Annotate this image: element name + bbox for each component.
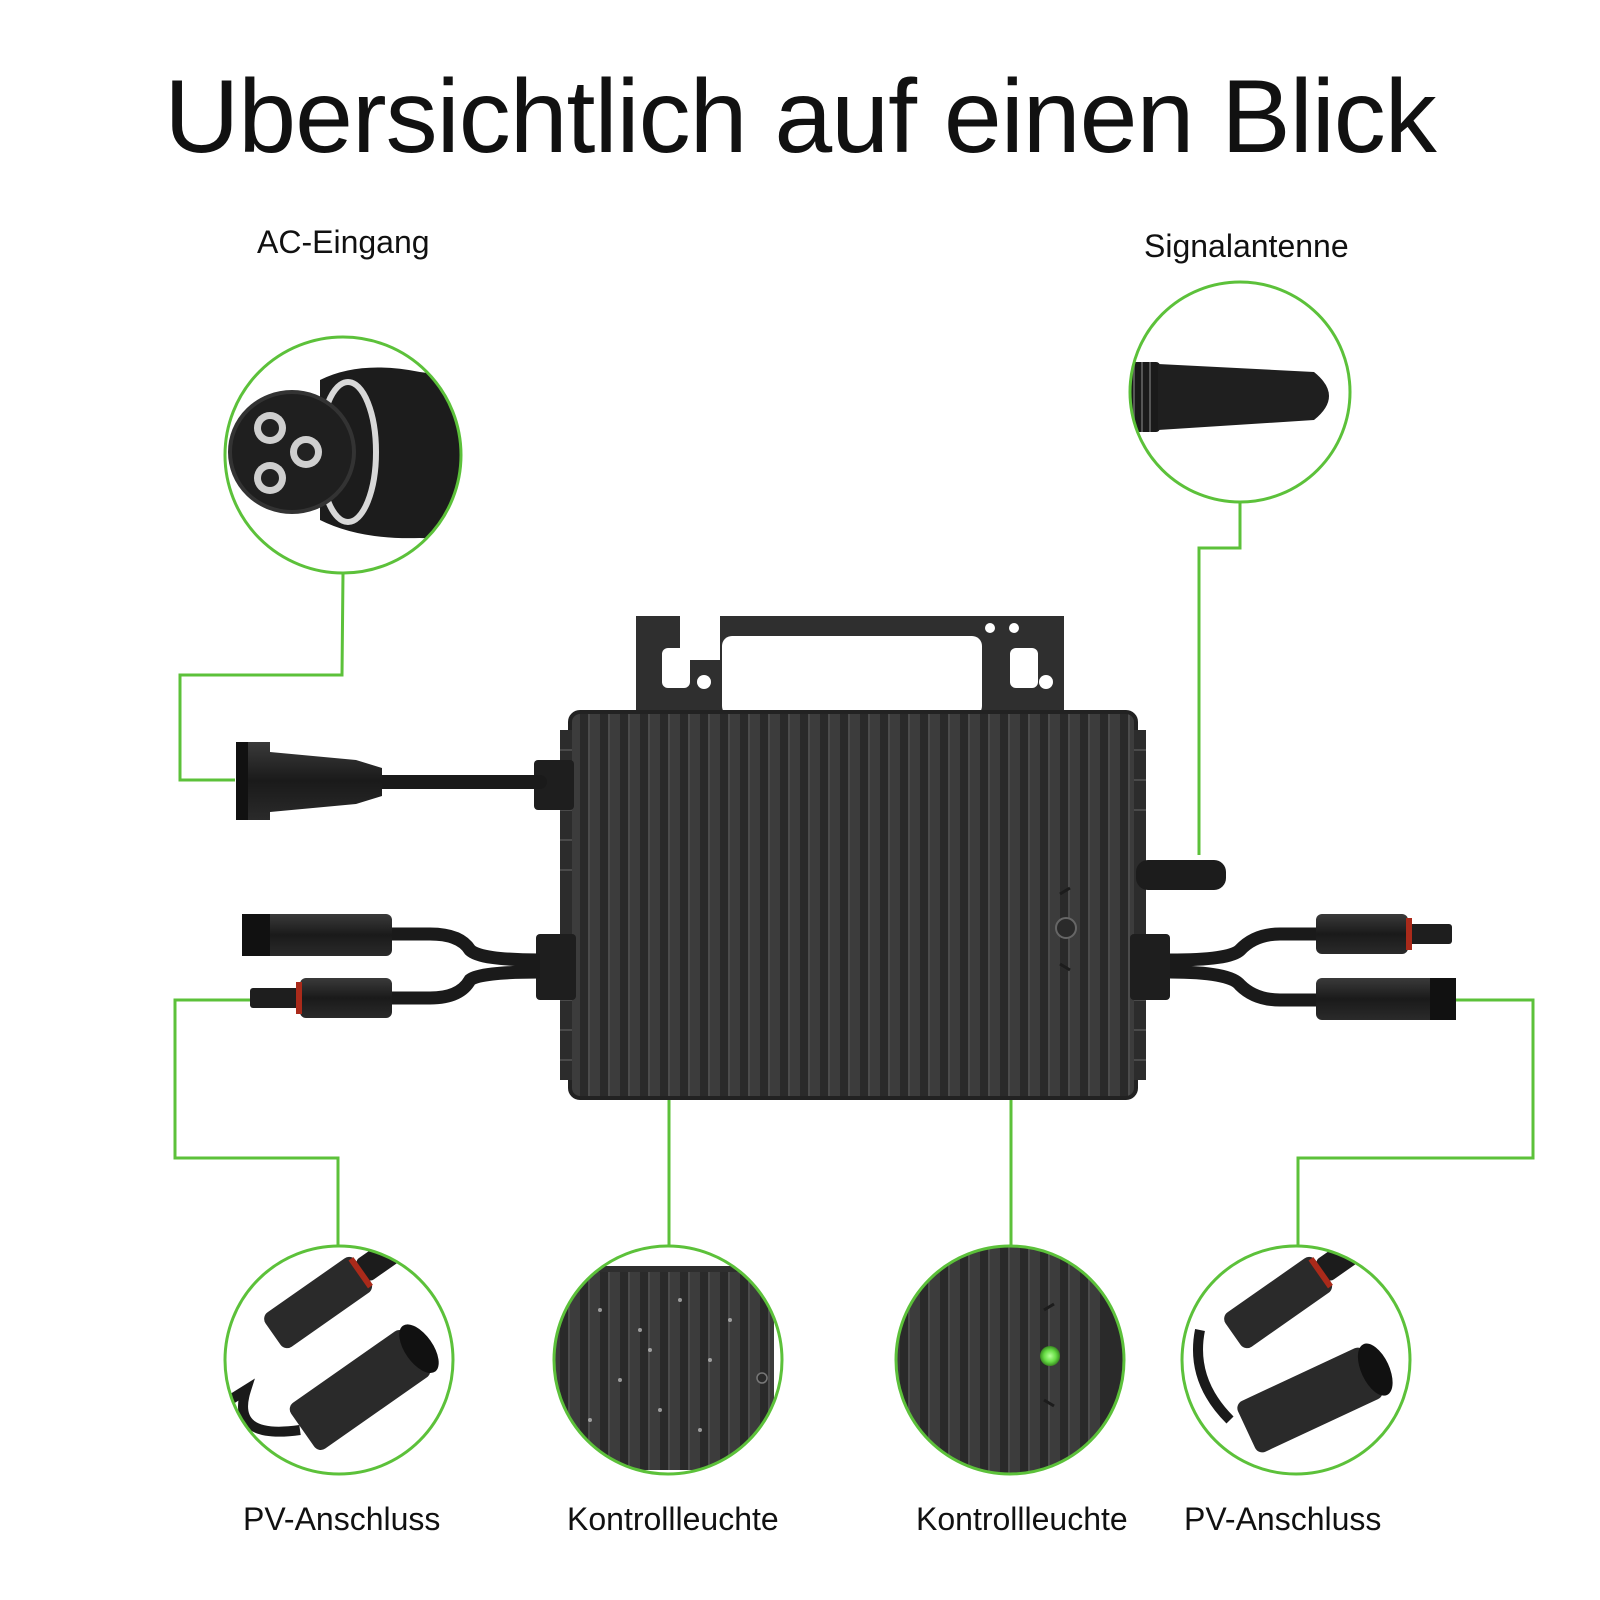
leader-pv-left	[173, 998, 340, 1246]
led-lit	[1040, 1346, 1060, 1366]
indicator-light-icon	[1055, 917, 1077, 939]
leader-pv-right	[1296, 998, 1535, 1246]
pv-connector-female-left	[242, 914, 392, 956]
ac-connector-icon	[223, 335, 463, 575]
page-title: Ubersichtlich auf einen Blick	[164, 59, 1437, 175]
leader-antenna	[1197, 502, 1242, 855]
ac-plug-icon	[240, 742, 382, 820]
pv-connector-icon-left	[223, 1244, 455, 1476]
bracket-handle-slot	[722, 636, 982, 716]
label-signal-antenna: Signalantenne	[1144, 228, 1349, 264]
ac-cable	[236, 742, 574, 820]
antenna-icon	[1128, 280, 1352, 504]
microinverter-icon	[560, 616, 1146, 1100]
indicator-light-icon-right	[894, 1244, 1126, 1476]
label-ac-input: AC-Eingang	[257, 224, 430, 260]
indicator-light-icon-left	[552, 1244, 784, 1476]
label-indicator-light-left: Kontrollleuchte	[567, 1501, 779, 1537]
label-indicator-light-right: Kontrollleuchte	[916, 1501, 1128, 1537]
inverter-body	[570, 712, 1136, 1098]
antenna-stub	[1136, 860, 1226, 890]
pv-connector-female-right	[1316, 978, 1456, 1020]
label-pv-connector-left: PV-Anschluss	[243, 1501, 441, 1537]
label-pv-connector-right: PV-Anschluss	[1184, 1501, 1382, 1537]
leader-ac	[178, 572, 345, 782]
pv-connector-male-left	[300, 978, 392, 1018]
pv-connector-male-right	[1316, 914, 1408, 954]
leader-lines	[173, 502, 1535, 1246]
pv-cables-left	[242, 914, 576, 1018]
pv-connector-icon-right	[1180, 1244, 1412, 1476]
pv-cables-right	[1130, 914, 1456, 1020]
